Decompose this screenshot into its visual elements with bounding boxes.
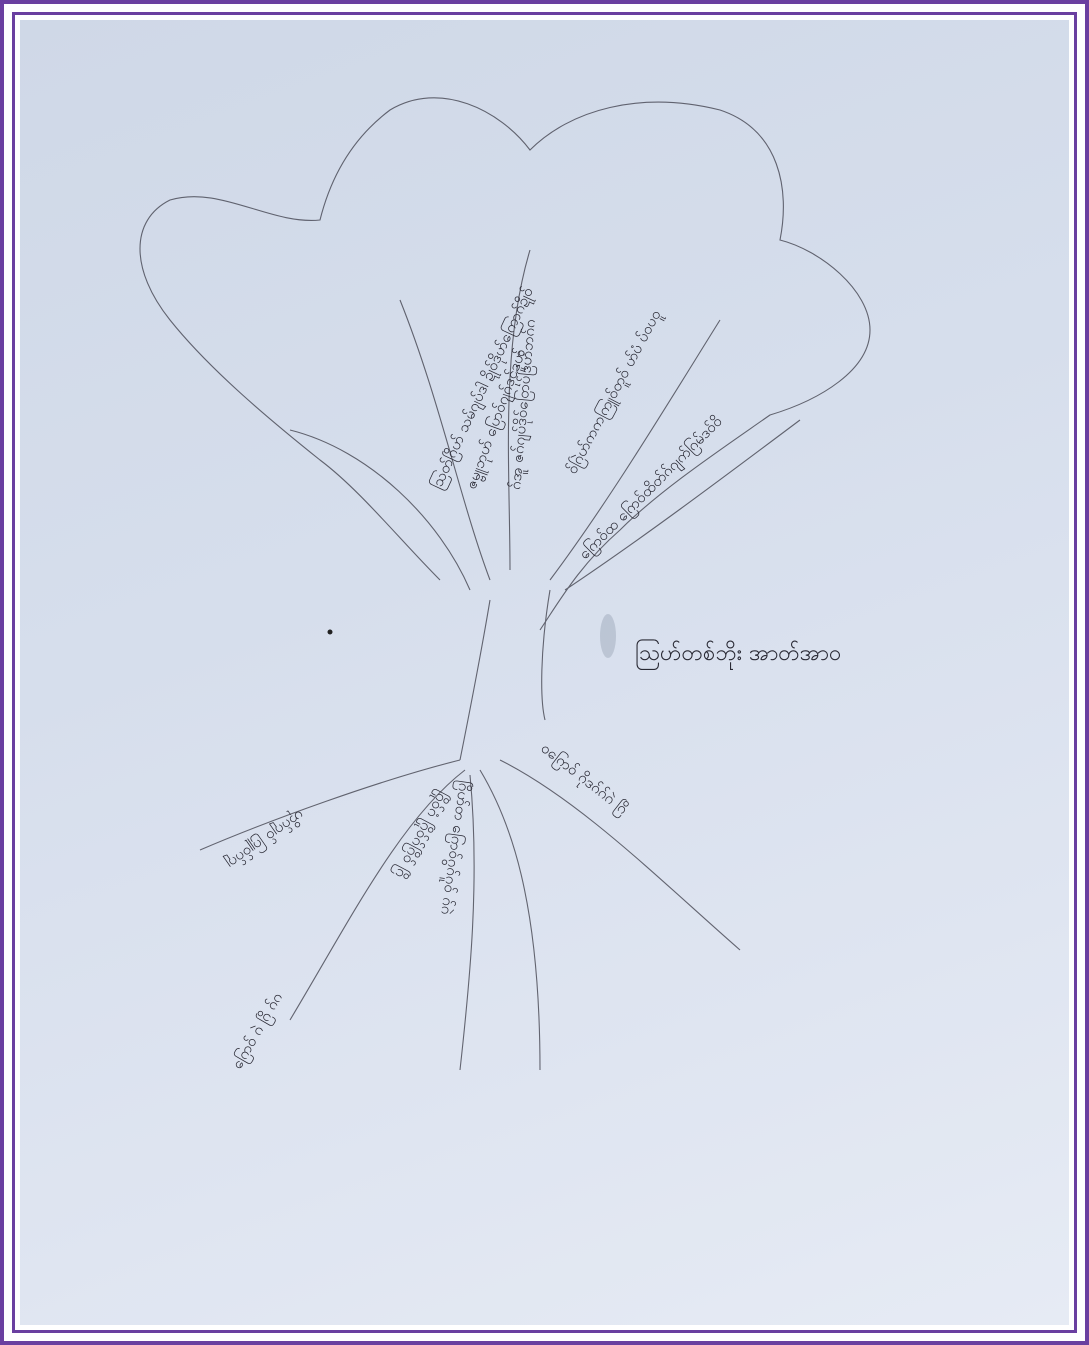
- root-branch-label: ဂြောဝ် ဂဲ ဂြိ ဂ်ဂ: [227, 989, 289, 1074]
- tree-outline: [140, 98, 870, 1070]
- crown-branch-label: ဝ်ဂြဲဟ်ကကကြူဝ်တူဝ် ဟ်ပံ ပ်ဝပဝူ: [562, 306, 667, 478]
- paper-sheet: ဩဟ်တစ်ဘိုး အာတ်အာဝ ဩတ်ဂြိဟ် သမ်ဂျပ်ဒါ ဍိ…: [20, 20, 1069, 1325]
- root-branch-label: ဝဂြောဝ် ဂိုဒဂ်ဂ်ဂဲ ဂြိ: [536, 738, 632, 820]
- center-label: ဩဟ်တစ်ဘိုး အာတ်အာဝ: [635, 639, 841, 670]
- root-branch-label: ဂြိုဝ်ဂံ ဂြိုဝ်ဂ်ဂြိဝ် ဂြိ: [389, 787, 454, 882]
- tree-drawing: ဩဟ်တစ်ဘိုး အာတ်အာဝ ဩတ်ဂြိဟ် သမ်ဂျပ်ဒါ ဍိ…: [20, 20, 1069, 1325]
- ink-dot: [328, 630, 333, 635]
- root-branch-label: ဟိုဂ်ဂျဝ် ဂြူဝ်ဂ်ဂျ: [222, 804, 309, 874]
- smudge-mark: [600, 614, 616, 658]
